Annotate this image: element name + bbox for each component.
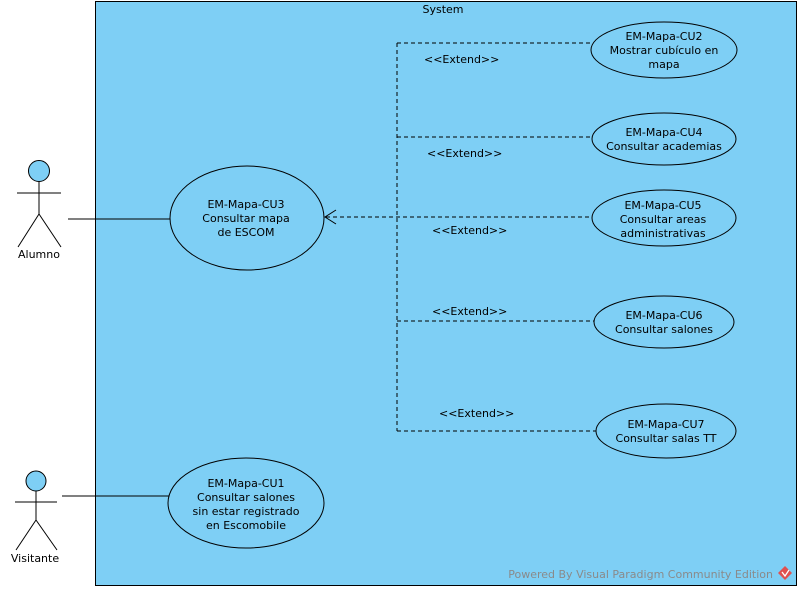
usecase-cu6[interactable] — [593, 295, 735, 349]
usecase-cu5-line-3: administrativas — [620, 227, 705, 240]
usecase-cu1-line-3: sin estar registrado — [193, 505, 300, 518]
extend-label-cu4: <<Extend>> — [427, 147, 502, 160]
usecase-cu5[interactable] — [591, 189, 737, 247]
extend-label-cu6: <<Extend>> — [432, 305, 507, 318]
usecase-cu2[interactable] — [590, 21, 738, 79]
usecase-cu2-line-1: EM-Mapa-CU2 — [625, 30, 702, 43]
usecase-cu7-line-2: Consultar salas TT — [616, 432, 717, 445]
usecase-cu4-line-2: Consultar academias — [606, 140, 722, 153]
extend-arrowhead — [324, 209, 337, 225]
usecase-cu6-line-1: EM-Mapa-CU6 — [625, 309, 702, 322]
actor-visitante-leg-right — [35, 519, 58, 551]
usecase-cu3[interactable] — [169, 165, 325, 271]
usecase-cu3-line-3: de ESCOM — [217, 226, 274, 239]
extend-label-cu5: <<Extend>> — [432, 224, 507, 237]
extend-connectors — [326, 42, 598, 432]
actor-alumno-leg-right — [38, 213, 62, 248]
usecase-cu1-line-2: Consultar salones — [197, 491, 295, 504]
extend-label-cu2: <<Extend>> — [424, 53, 499, 66]
usecase-cu1-line-1: EM-Mapa-CU1 — [207, 477, 284, 490]
usecase-cu1-line-4: en Escomobile — [206, 519, 286, 532]
watermark-text: Powered By Visual Paradigm Community Edi… — [508, 568, 773, 581]
actor-visitante-leg-left — [15, 519, 37, 551]
usecase-cu4-line-1: EM-Mapa-CU4 — [625, 126, 702, 139]
usecase-cu3-line-1: EM-Mapa-CU3 — [207, 198, 284, 211]
system-title: System — [422, 3, 463, 16]
actor-visitante-label: Visitante — [11, 552, 59, 565]
actor-alumno[interactable] — [17, 160, 62, 248]
usecase-cu7-line-1: EM-Mapa-CU7 — [627, 418, 704, 431]
usecase-cu7[interactable] — [595, 403, 737, 459]
actor-alumno-leg-left — [17, 213, 40, 248]
visual-paradigm-logo-icon — [778, 566, 792, 580]
usecase-cu4[interactable] — [591, 112, 737, 166]
usecase-cu5-line-2: Consultar areas — [620, 213, 707, 226]
extend-label-cu7: <<Extend>> — [439, 407, 514, 420]
usecase-cu5-line-1: EM-Mapa-CU5 — [624, 199, 701, 212]
usecase-cu1[interactable] — [167, 457, 325, 549]
usecase-cu2-line-2: Mostrar cubículo en — [610, 44, 719, 57]
usecase-cu6-line-2: Consultar salones — [615, 323, 713, 336]
actor-visitante-head — [25, 470, 47, 492]
usecase-cu2-line-3: mapa — [648, 58, 679, 71]
actor-alumno-head — [28, 160, 50, 182]
actor-visitante[interactable] — [15, 470, 58, 551]
usecase-cu3-line-2: Consultar mapa — [202, 212, 289, 225]
actor-alumno-label: Alumno — [18, 248, 60, 261]
